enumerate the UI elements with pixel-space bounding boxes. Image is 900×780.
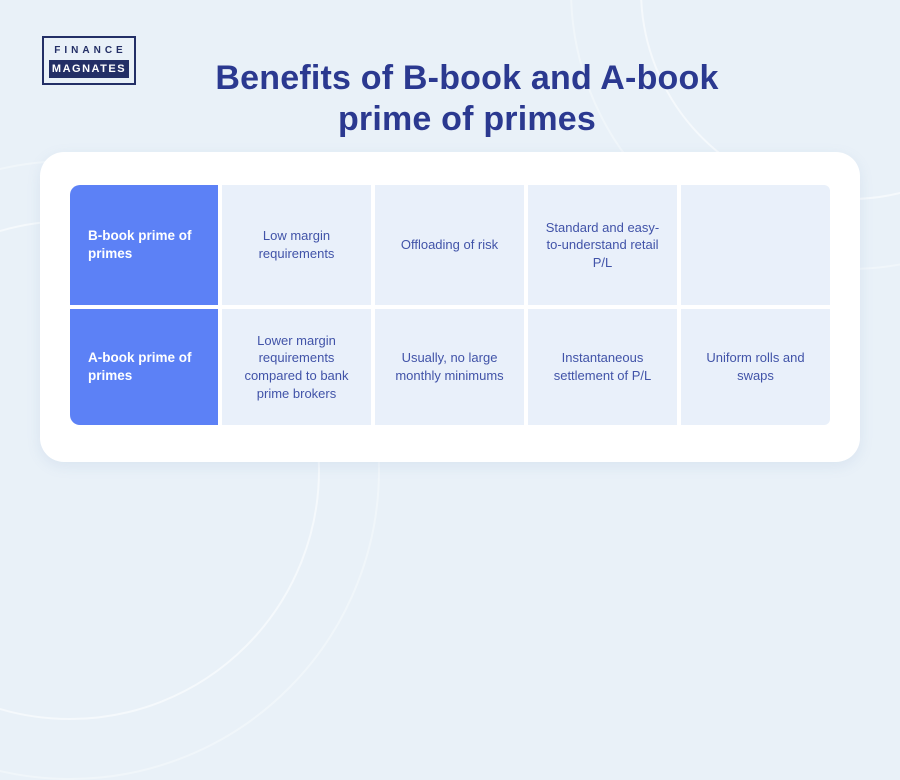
- table-cell-a-book-2: Usually, no large monthly minimums: [375, 309, 524, 425]
- page-title: Benefits of B-book and A-book prime of p…: [215, 59, 719, 138]
- row-header-b-book: B-book prime of primes: [70, 185, 218, 305]
- table-cell-a-book-1: Lower margin requirements compared to ba…: [222, 309, 371, 425]
- benefits-table: B-book prime of primes Low margin requir…: [70, 185, 830, 429]
- logo-text-finance: FINANCE: [54, 45, 127, 56]
- table-card: B-book prime of primes Low margin requir…: [40, 152, 860, 462]
- table-cell-a-book-3: Instantaneous settlement of P/L: [528, 309, 677, 425]
- table-cell-a-book-4: Uniform rolls and swaps: [681, 309, 830, 425]
- table-cell-b-book-1: Low margin requirements: [222, 185, 371, 305]
- table-cell-b-book-3: Standard and easy-to-understand retail P…: [528, 185, 677, 305]
- logo-text-magnates: MAGNATES: [49, 60, 129, 78]
- table-cell-b-book-4-empty: [681, 185, 830, 305]
- finance-magnates-logo: FINANCE MAGNATES: [42, 36, 136, 85]
- table-cell-b-book-2: Offloading of risk: [375, 185, 524, 305]
- row-header-a-book: A-book prime of primes: [70, 309, 218, 425]
